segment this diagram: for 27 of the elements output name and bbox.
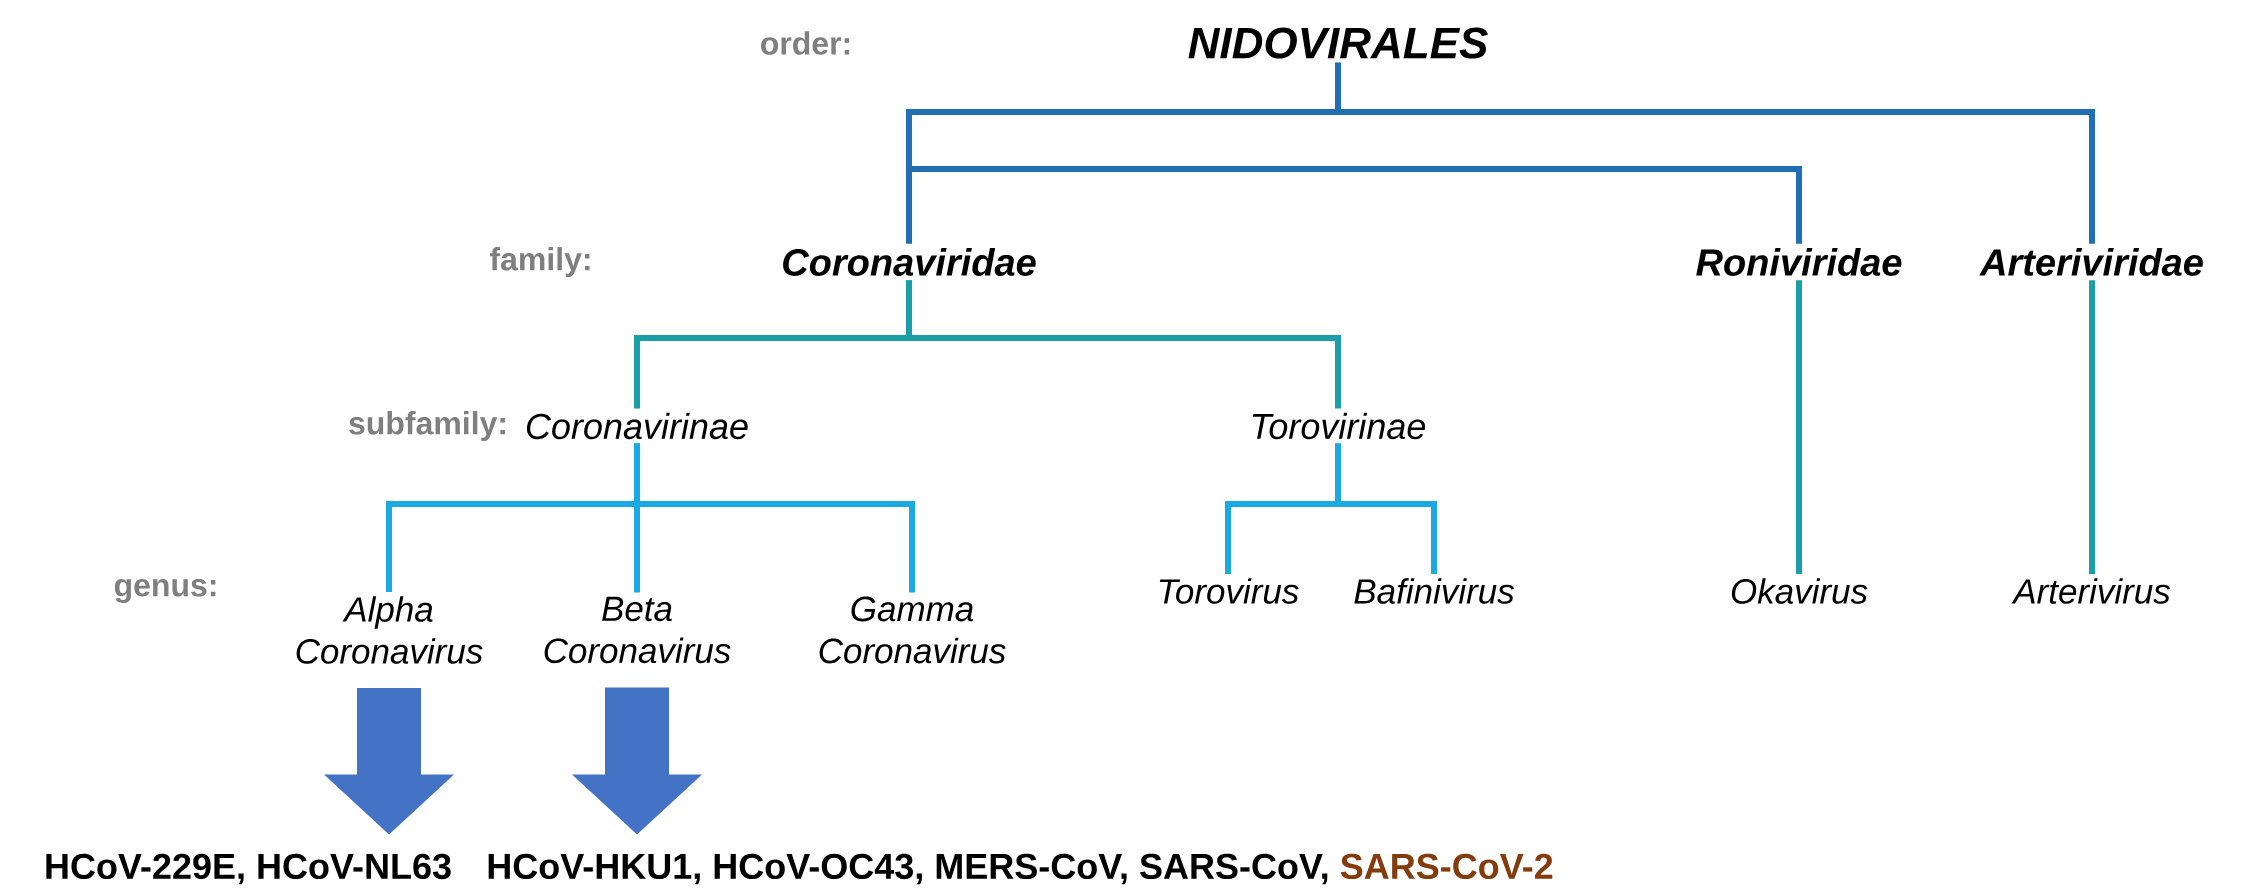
rank-label: genus: <box>114 579 216 603</box>
rank-label: family: <box>490 247 590 277</box>
block-arrow <box>324 688 454 835</box>
tree-line <box>2089 280 2095 574</box>
genus-name: Arterivirus <box>2011 578 2171 604</box>
virus-list: HCoV-229E, HCoV-NL63 <box>46 853 451 885</box>
tree-line <box>634 443 915 593</box>
tree-line <box>1335 62 2095 244</box>
family-name: Coronaviridae <box>783 248 1036 276</box>
virus-list: HCoV-HKU1, HCoV-OC43, MERS-CoV, SARS-CoV, SARS-CoV-2 <box>488 853 1553 885</box>
block-arrow <box>572 687 702 835</box>
genus-name: Okavirus <box>1731 578 1868 604</box>
family-name: Roniviridae <box>1696 248 1902 276</box>
rank-label: subfamily: <box>349 411 505 441</box>
genus-name: Alpha Coronavirus <box>296 596 483 664</box>
genus-name: Gamma Coronavirus <box>819 596 1006 664</box>
genus-name: Bafinivirus <box>1354 578 1514 604</box>
order-name: NIDOVIRALES <box>1188 27 1488 59</box>
genus-name: Beta Coronavirus <box>544 596 731 664</box>
tree-line <box>1335 443 1437 574</box>
genus-name: Torovirus <box>1159 578 1299 604</box>
subfamily-name: Torovirinae <box>1252 412 1426 440</box>
tree-line <box>906 280 1341 409</box>
subfamily-name: Coronavirinae <box>526 412 748 440</box>
rank-label: order: <box>761 31 850 55</box>
family-name: Arteriviridae <box>1979 248 2203 276</box>
tree-line <box>1796 280 1802 574</box>
